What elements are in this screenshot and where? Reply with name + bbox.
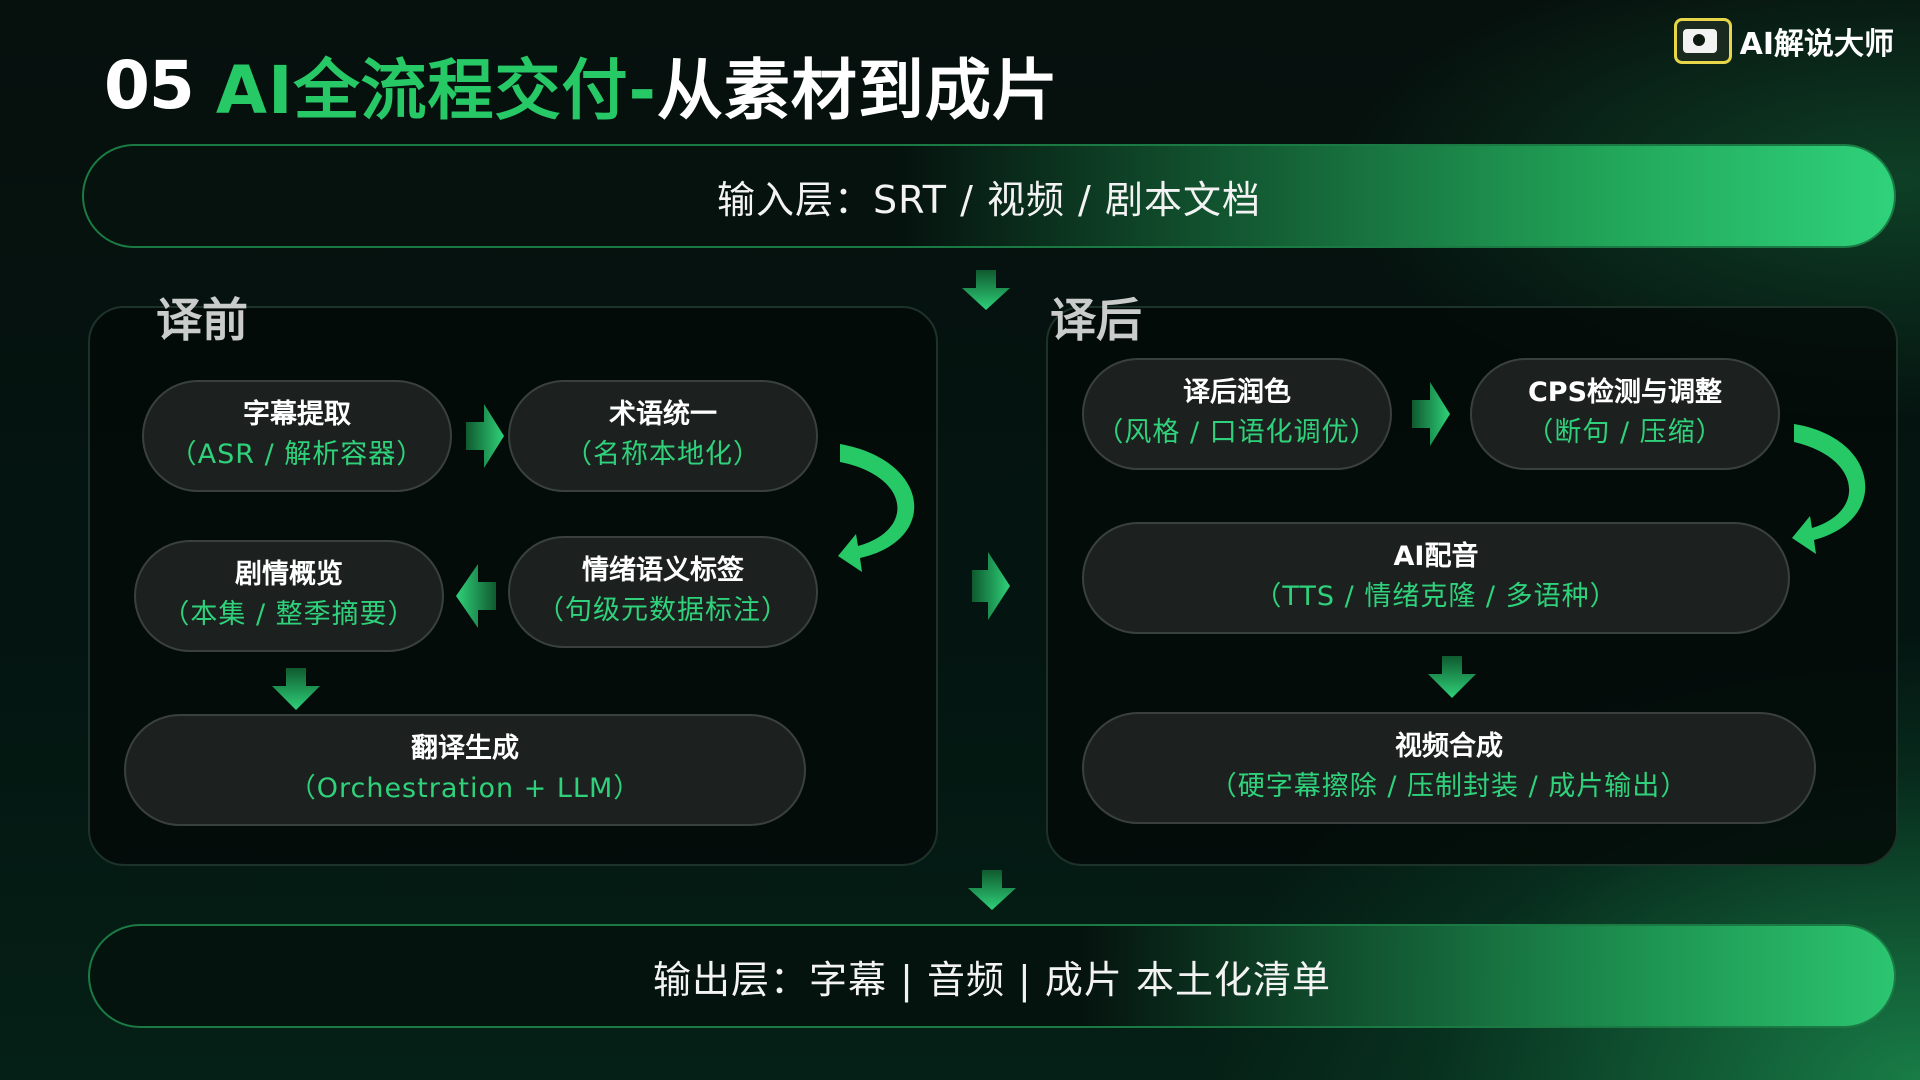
arrow-right-icon (466, 404, 504, 468)
node-title: 字幕提取 (243, 399, 351, 430)
output-layer-text: 输出层：字幕 | 音频 | 成片 本土化清单 (652, 957, 1331, 1002)
film-eye-logo-icon (1673, 18, 1732, 64)
node-subtitle: （名称本地化） (565, 439, 761, 470)
node-subtitle: （本集 / 整季摘要） (162, 599, 416, 630)
brand-logo: AI解说大师 (1673, 18, 1894, 64)
node-subtitle: （风格 / 口语化调优） (1096, 417, 1378, 448)
pre-translation-label: 译前 (156, 293, 248, 347)
title-main-text: 从素材到成片 (656, 52, 1059, 129)
node-title: 译后润色 (1183, 377, 1291, 408)
arrow-right-icon (1412, 382, 1450, 446)
node-subtitle: （TTS / 情绪克隆 / 多语种） (1254, 581, 1618, 612)
node-subtitle: （断句 / 压缩） (1526, 417, 1724, 448)
node-term-unify: 术语统一 （名称本地化） (508, 380, 818, 492)
node-title: AI配音 (1393, 541, 1479, 572)
node-subtitle: （ASR / 解析容器） (169, 439, 425, 470)
node-subtitle: （Orchestration + LLM） (288, 773, 642, 804)
node-translate-gen: 翻译生成 （Orchestration + LLM） (124, 714, 806, 826)
section-number: 05 (100, 47, 202, 124)
node-ai-dub: AI配音 （TTS / 情绪克隆 / 多语种） (1082, 522, 1790, 634)
arrow-left-icon (456, 564, 496, 628)
node-polish: 译后润色 （风格 / 口语化调优） (1082, 358, 1392, 470)
node-subtitle: （句级元数据标注） (537, 595, 789, 626)
arrow-right-icon (972, 552, 1010, 620)
node-subtitle-extract: 字幕提取 （ASR / 解析容器） (142, 380, 452, 492)
page-title: 05 AI全流程交付- 从素材到成片 (100, 40, 1059, 130)
node-title: 术语统一 (609, 399, 717, 430)
node-title: 翻译生成 (411, 733, 519, 764)
post-translation-label: 译后 (1050, 293, 1142, 347)
input-layer-text: 输入层：SRT / 视频 / 剧本文档 (717, 177, 1261, 222)
input-layer-bar: 输入层：SRT / 视频 / 剧本文档 (82, 144, 1896, 248)
node-subtitle: （硬字幕擦除 / 压制封装 / 成片输出） (1209, 771, 1689, 802)
output-layer-bar: 输出层：字幕 | 音频 | 成片 本土化清单 (88, 924, 1896, 1028)
node-title: 视频合成 (1395, 731, 1503, 762)
node-video-comp: 视频合成 （硬字幕擦除 / 压制封装 / 成片输出） (1082, 712, 1816, 824)
brand-name: AI解说大师 (1739, 27, 1894, 62)
node-title: CPS检测与调整 (1527, 377, 1723, 408)
arrow-down-icon (968, 870, 1016, 910)
arrow-down-icon (272, 668, 320, 710)
arrow-down-icon (962, 270, 1010, 310)
curved-arrow-icon (1792, 424, 1866, 554)
title-accent-text: AI全流程交付- (215, 52, 657, 129)
node-title: 剧情概览 (235, 559, 343, 590)
curved-arrow-icon (838, 444, 915, 572)
arrow-down-icon (1428, 656, 1476, 698)
node-plot-overview: 剧情概览 （本集 / 整季摘要） (134, 540, 444, 652)
node-cps-check: CPS检测与调整 （断句 / 压缩） (1470, 358, 1780, 470)
node-emotion-tag: 情绪语义标签 （句级元数据标注） (508, 536, 818, 648)
node-title: 情绪语义标签 (582, 555, 744, 586)
